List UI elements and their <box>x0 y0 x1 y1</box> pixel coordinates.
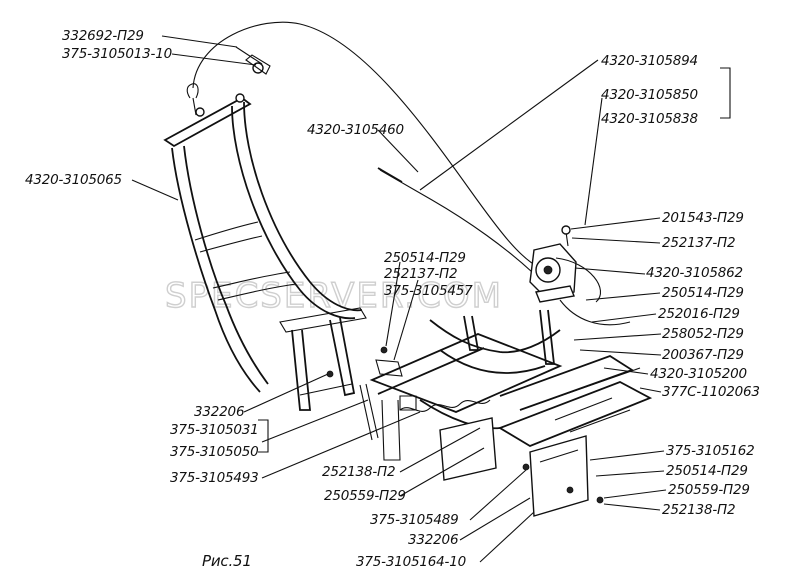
figure-caption: Рис.51 <box>202 552 252 570</box>
label-375-3105162: 375-3105162 <box>666 443 755 459</box>
label-250514-p29-a: 250514-П29 <box>384 250 466 266</box>
label-375-3105031: 375-3105031 <box>170 422 259 438</box>
label-252016-p29: 252016-П29 <box>658 306 740 322</box>
label-375-3105050: 375-3105050 <box>170 444 259 460</box>
label-252137-p2-top: 252137-П2 <box>662 235 735 251</box>
label-377s-1102063: 377С-1102063 <box>662 384 760 400</box>
label-252138-p2-a: 252138-П2 <box>322 464 395 480</box>
label-258052-p29: 258052-П29 <box>662 326 744 342</box>
label-4320-3105065: 4320-3105065 <box>25 172 122 188</box>
label-332692-p29: 332692-П29 <box>62 28 144 44</box>
label-375-3105457: 375-3105457 <box>384 283 473 299</box>
label-200367-p29: 200367-П29 <box>662 347 744 363</box>
carrier-frame-drawing <box>163 46 367 411</box>
label-250559-p29-a: 250559-П29 <box>324 488 406 504</box>
watermark: SPECSERVER.COM <box>165 276 503 316</box>
label-201543-p29: 201543-П29 <box>662 210 744 226</box>
label-332206-a: 332206 <box>194 404 244 420</box>
label-252138-p2-b: 252138-П2 <box>662 502 735 518</box>
label-4320-3105894: 4320-3105894 <box>601 53 698 69</box>
label-4320-3105850: 4320-3105850 <box>601 87 698 103</box>
part-number-labels: 332692-П29 375-3105013-10 4320-3105894 4… <box>25 28 760 570</box>
label-375-3105013-10: 375-3105013-10 <box>62 46 172 62</box>
label-375-3105493: 375-3105493 <box>170 470 259 486</box>
label-332206-b: 332206 <box>408 532 458 548</box>
label-4320-3105862: 4320-3105862 <box>646 265 743 281</box>
lower-frame-drawing <box>359 309 653 517</box>
label-250514-p29-c: 250514-П29 <box>666 463 748 479</box>
leader-lines <box>131 35 731 563</box>
label-252137-p2-mid: 252137-П2 <box>384 266 457 282</box>
label-4320-3105200: 4320-3105200 <box>650 366 747 382</box>
label-375-3105164-10: 375-3105164-10 <box>356 554 466 570</box>
label-4320-3105460: 4320-3105460 <box>307 122 404 138</box>
label-250559-p29-b: 250559-П29 <box>668 482 750 498</box>
winch-drawing <box>529 225 631 326</box>
label-250514-p29-b: 250514-П29 <box>662 285 744 301</box>
label-375-3105489: 375-3105489 <box>370 512 459 528</box>
label-4320-3105838: 4320-3105838 <box>601 111 698 127</box>
cable-drawing <box>192 21 541 273</box>
